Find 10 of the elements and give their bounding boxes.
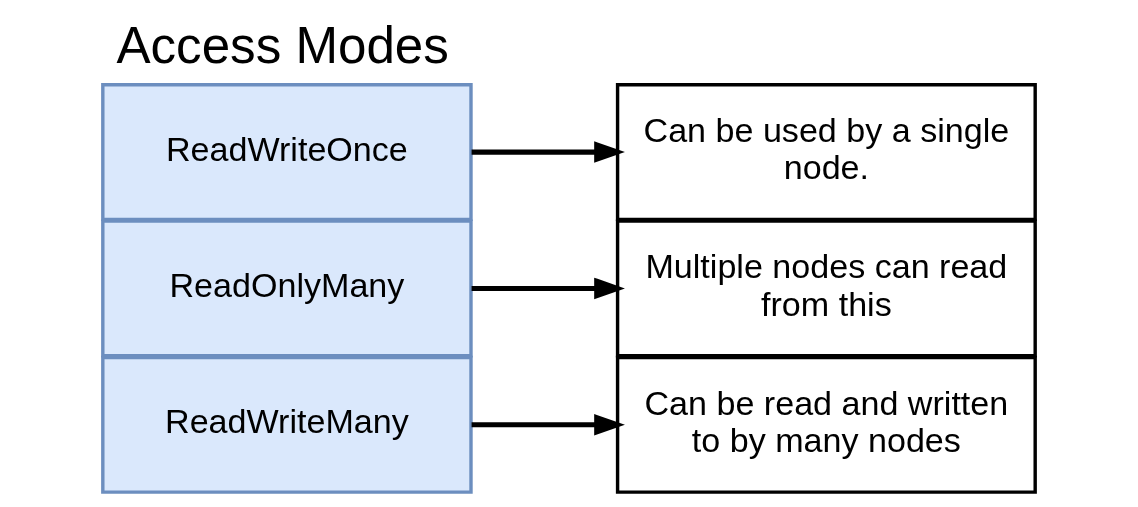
arrow [471, 277, 625, 300]
node-box: ReadOnlyMany [101, 219, 473, 358]
arrow [471, 414, 625, 436]
node-box: Multiple nodes can read from this [615, 219, 1037, 358]
node-box: ReadWriteOnce [101, 83, 473, 222]
node-box: Can be read and written to by many nodes [615, 355, 1037, 494]
diagram-title: Access Modes [116, 16, 449, 74]
node-box: Can be used by a single node. [615, 83, 1037, 222]
node-box: ReadWriteMany [101, 355, 473, 494]
arrow [471, 141, 625, 163]
